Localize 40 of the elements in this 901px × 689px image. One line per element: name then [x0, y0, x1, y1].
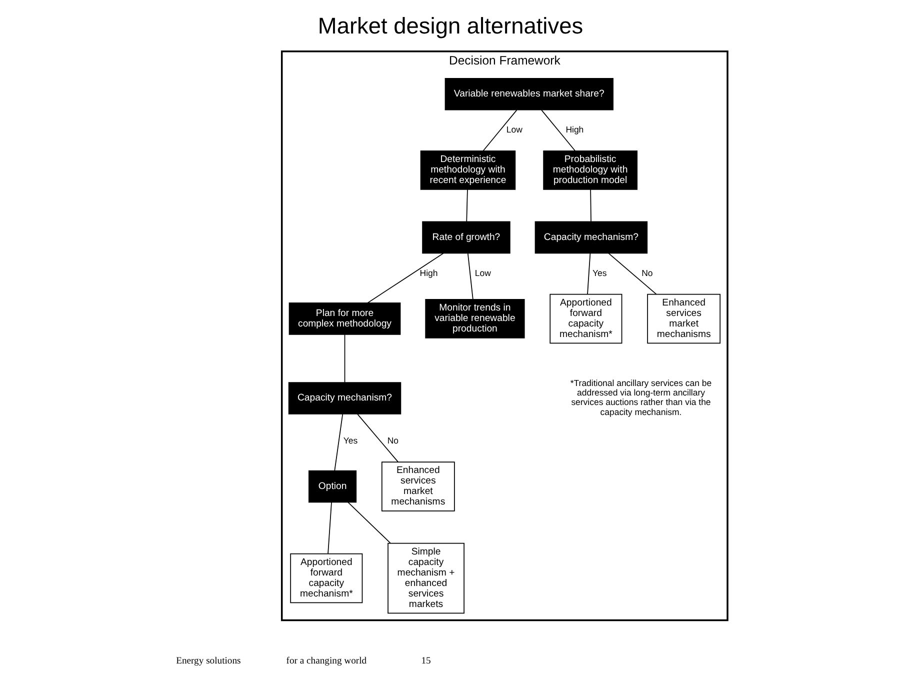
- connector: [590, 189, 592, 222]
- label: Energy solutions: [176, 656, 241, 667]
- edge-label: Yes: [343, 436, 358, 446]
- node-box: Option: [308, 470, 357, 503]
- node-box: Capacity mechanism?: [288, 382, 402, 414]
- node-box: Rate of growth?: [422, 221, 510, 254]
- edge-label: No: [642, 268, 653, 278]
- edge-label: Yes: [592, 268, 607, 278]
- node-box: Monitor trends in variable renewable production: [425, 299, 525, 338]
- connector: [467, 252, 474, 300]
- node-box: Apportioned forward capacity mechanism*: [550, 294, 622, 344]
- connector: [482, 110, 518, 152]
- node-box: Deterministic methodology with recent experience: [420, 150, 516, 190]
- connector: [367, 252, 444, 304]
- node-box: Enhanced services market mechanisms: [381, 462, 455, 512]
- connector: [344, 334, 346, 383]
- diagram-title: Market design alternatives: [318, 12, 584, 39]
- node-box: Capacity mechanism?: [534, 221, 648, 254]
- connector: [541, 110, 576, 152]
- edge-label: High: [420, 268, 438, 278]
- connector: [608, 252, 657, 295]
- label: for a changing world: [286, 656, 367, 667]
- connector: [334, 414, 344, 472]
- node-box: Plan for more complex methodology: [288, 302, 401, 335]
- edge-label: Low: [474, 268, 491, 278]
- node-box: Apportioned forward capacity mechanism*: [290, 553, 363, 604]
- node-box: Variable renewables market share?: [444, 78, 614, 110]
- node-box: Simple capacity mechanism + enhanced services markets: [388, 542, 464, 614]
- label: 15: [421, 656, 431, 667]
- connector: [328, 502, 332, 554]
- node-box: Probabilistic methodology with production model: [543, 150, 638, 190]
- label: *Traditional ancillary services can be addressed via long-term ancillary services auctions rather than via the capacity mechanism.: [570, 378, 712, 417]
- connector: [348, 502, 391, 544]
- connector: [466, 189, 468, 222]
- connector: [357, 414, 398, 462]
- connector: [587, 252, 591, 295]
- edge-label: High: [566, 124, 584, 135]
- edge-label: No: [387, 436, 399, 446]
- node-box: Enhanced services market mechanisms: [647, 294, 721, 344]
- edge-label: Low: [506, 124, 522, 135]
